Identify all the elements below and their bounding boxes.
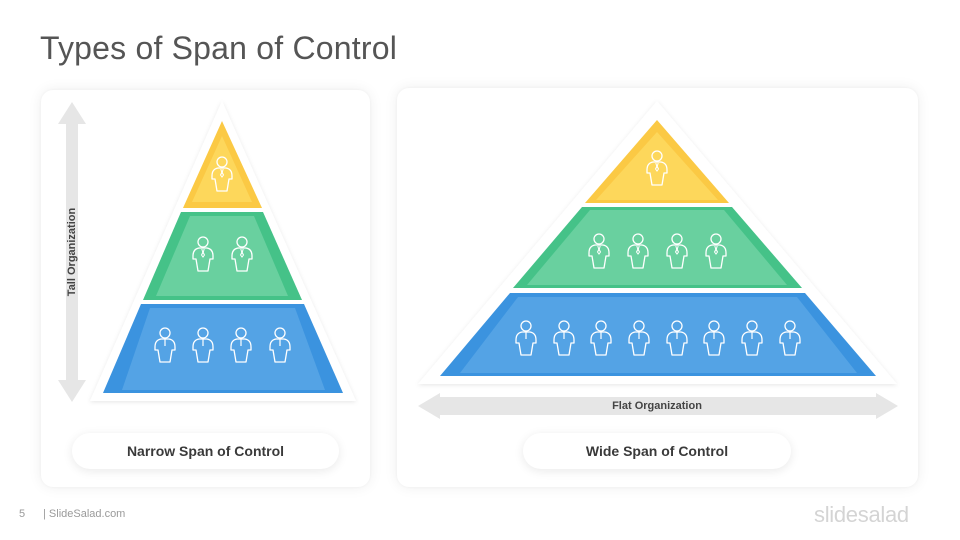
slide-title: Types of Span of Control: [40, 30, 398, 66]
flat-organization-arrow: [418, 393, 898, 419]
slidesalad-logo: slidesalad: [814, 502, 909, 527]
narrow-span-caption: Narrow Span of Control: [72, 433, 339, 469]
footer-site: | SlideSalad.com: [43, 508, 126, 520]
tall-organization-label: Tall Organization: [66, 207, 78, 297]
flat-organization-label: Flat Organization: [612, 400, 702, 412]
wide-span-caption: Wide Span of Control: [523, 433, 791, 469]
narrow-pyramid: [90, 101, 356, 401]
page-number: 5: [19, 508, 26, 520]
tall-organization-arrow: [58, 102, 86, 402]
wide-pyramid: [418, 101, 897, 384]
